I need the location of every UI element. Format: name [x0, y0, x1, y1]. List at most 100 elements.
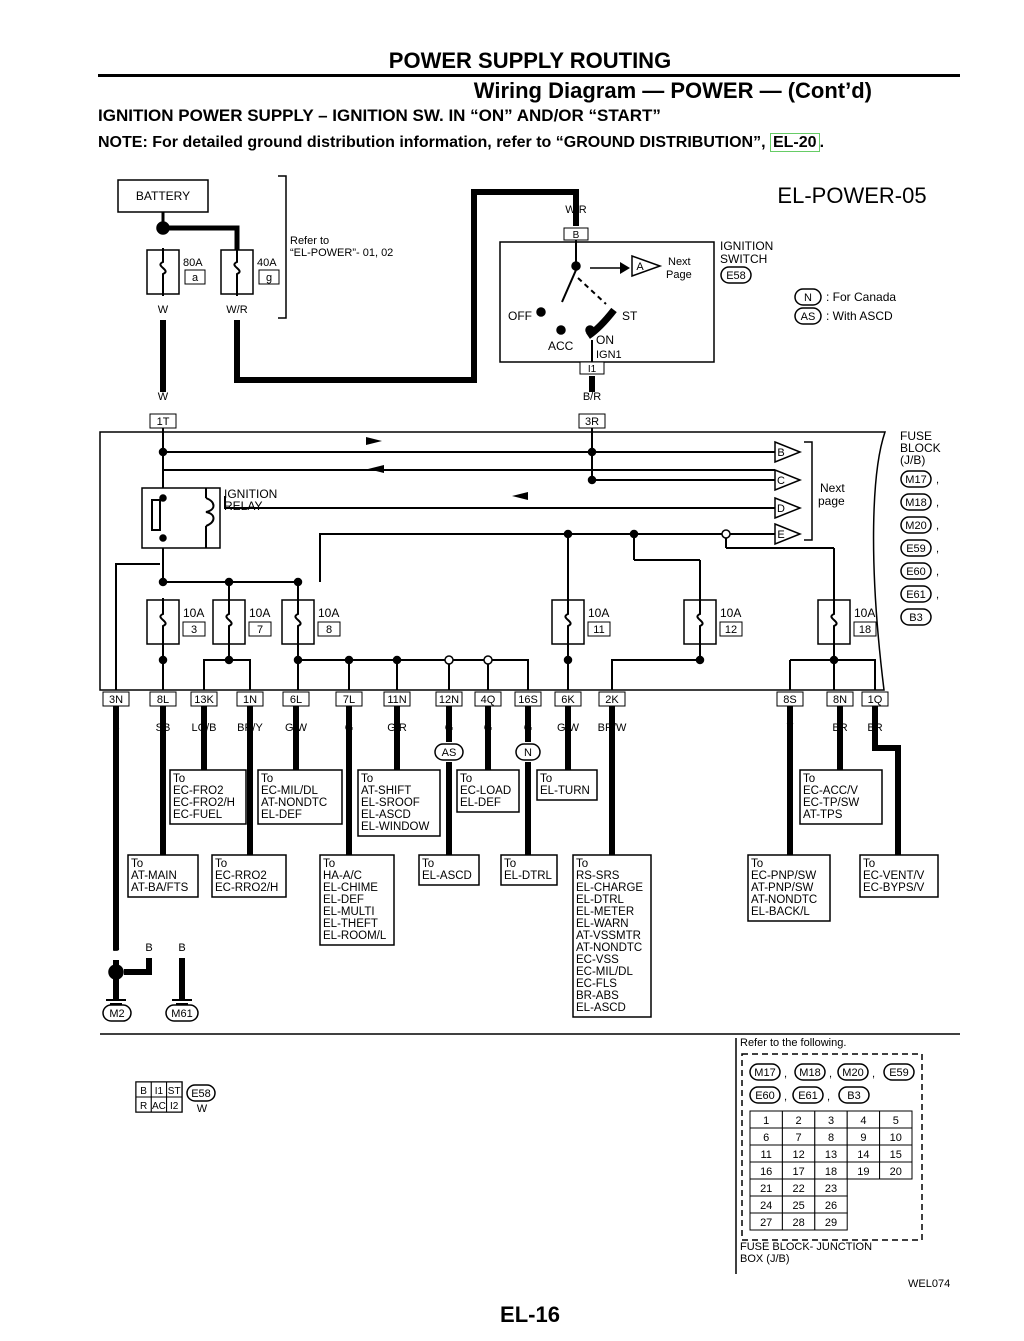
jct-11n — [392, 655, 402, 665]
switch-label-1: IGNITION — [720, 239, 773, 253]
wire-b-r-label: B/R — [583, 391, 601, 403]
jct-e3 — [721, 529, 731, 539]
ground-wire-label-0: B — [112, 942, 119, 954]
page-number: EL-16 — [500, 1302, 560, 1327]
jb-cavity-label-18: 18 — [825, 1166, 837, 1178]
jb-cavity-label-21: 21 — [760, 1183, 772, 1195]
figure-code: WEL074 — [908, 1278, 950, 1290]
next-arrow-c — [774, 468, 803, 492]
destination-box-d3 — [357, 769, 441, 837]
destination-d5-line-0: To — [540, 773, 552, 785]
fuse-18-rating: 10A — [854, 606, 875, 620]
fuse-11-element — [564, 598, 572, 646]
refer-connector-m18: M18 — [799, 1067, 820, 1079]
jb-cavity-20 — [879, 1161, 913, 1180]
jb-cavity-label-15: 15 — [890, 1149, 902, 1161]
jb-cavity-label-14: 14 — [857, 1149, 869, 1161]
connector-face-id: E58 — [191, 1088, 211, 1100]
destination-d12-line-1: RS-SRS — [576, 870, 620, 882]
destination-d3-line-2: EL-SROOF — [361, 797, 420, 809]
fuse-block-label-2: BLOCK — [900, 441, 941, 455]
terminal-label-8s: 8S — [783, 694, 796, 706]
destination-d9-line-3: EL-DEF — [323, 894, 364, 906]
fb-connector-sep-4: , — [936, 566, 939, 578]
switch-pos-off — [536, 307, 546, 317]
note-prefix: NOTE: For detailed ground distribution i… — [98, 134, 770, 151]
bus-e — [319, 533, 775, 582]
refer-label-1: Refer to — [290, 235, 329, 247]
jb-cavity-label-4: 4 — [860, 1115, 866, 1127]
arrow-a-label: A — [636, 261, 644, 273]
wire-w-r — [234, 189, 579, 383]
destination-d6-line-0: To — [803, 773, 815, 785]
fb-connector-e61-outline — [900, 585, 932, 603]
destination-d1-line-2: EC-FRO2/H — [173, 797, 235, 809]
destination-d13-line-1: EC-PNP/SW — [751, 870, 816, 882]
ground-tag-m2: M2 — [109, 1008, 124, 1020]
wire-w-label: W — [158, 391, 169, 403]
fb-connector-e59-outline — [900, 539, 932, 557]
fuse-8-no: 8 — [326, 624, 332, 636]
destination-d6-line-3: AT-TPS — [803, 809, 843, 821]
refer-sep-4: , — [784, 1091, 787, 1103]
fuse-12-element — [696, 598, 704, 646]
fuse-11-no-box — [587, 621, 611, 637]
refer-connector-e59: E59 — [889, 1067, 909, 1079]
destination-box-d8 — [211, 854, 287, 898]
refer-sep-1: , — [829, 1068, 832, 1080]
legend-tag-as-outline — [794, 307, 822, 325]
switch-st-label: ST — [622, 309, 638, 323]
destination-d1-line-3: EC-FUEL — [173, 809, 223, 821]
switch-term-b-label: B — [573, 230, 580, 241]
destination-d12-line-7: AT-NONDTC — [576, 942, 642, 954]
note-text: NOTE: For detailed ground distribution i… — [98, 133, 824, 152]
ground-tag-m2-outline — [102, 1004, 132, 1022]
refer-sep-2: , — [872, 1068, 875, 1080]
switch-connector-e58: E58 — [726, 270, 746, 282]
option-tag-as-outline — [434, 743, 464, 761]
ground-distribution-link[interactable]: EL-20 — [769, 133, 820, 152]
fusible-link-40a-code-box — [258, 269, 280, 285]
switch-pivot — [571, 261, 581, 271]
destination-box-d6 — [799, 769, 883, 825]
destination-box-d11 — [500, 854, 558, 886]
jct-12n — [444, 655, 454, 665]
next-arrow-label-3: E — [777, 529, 784, 541]
fb-connector-e61: E61 — [906, 589, 926, 601]
switch-off-label: OFF — [508, 309, 532, 323]
destination-d12-line-0: To — [576, 858, 588, 870]
refer-connector-m17-outline — [749, 1063, 781, 1081]
jb-cavity-label-3: 3 — [828, 1115, 834, 1127]
refer-box-caption-1: FUSE BLOCK- JUNCTION — [740, 1241, 872, 1253]
fb-connector-sep-0: , — [936, 474, 939, 486]
destination-d12-line-9: EC-MIL/DL — [576, 966, 633, 978]
relay-contact — [151, 499, 161, 531]
next-arrow-label-1: C — [777, 475, 785, 487]
destination-box-d13 — [747, 854, 831, 922]
fuse-12-no-box — [719, 621, 743, 637]
next-arrow-d — [774, 496, 803, 520]
fb-connector-sep-5: , — [936, 589, 939, 601]
fuse-8-element — [294, 598, 302, 646]
jb-cavity-label-26: 26 — [825, 1200, 837, 1212]
battery-box — [117, 179, 209, 213]
destination-d5-line-1: EL-TURN — [540, 785, 590, 797]
ignition-switch-box — [499, 241, 715, 363]
terminal-label-11n: 11N — [387, 694, 406, 706]
destination-d2-line-3: EL-DEF — [261, 809, 302, 821]
destination-box-d1 — [169, 769, 247, 825]
refer-connector-e59-outline — [883, 1063, 915, 1081]
jb-cavity-label-13: 13 — [825, 1149, 837, 1161]
terminal-label-8l: 8L — [157, 694, 169, 706]
fuse-7-rating: 10A — [249, 606, 270, 620]
jct-e2 — [629, 529, 639, 539]
fuse-7-no: 7 — [257, 624, 263, 636]
destination-box-d10 — [418, 854, 480, 886]
fusible-link-40a-code: g — [266, 272, 272, 284]
fuse-block-label-3: (J/B) — [900, 453, 925, 467]
jb-cavity-label-27: 27 — [760, 1217, 772, 1229]
fuse-11-no: 11 — [593, 624, 604, 636]
destination-d1-line-0: To — [173, 773, 185, 785]
page-subtitle: Wiring Diagram — POWER — (Cont’d) — [473, 78, 872, 103]
fusible-link-80a-code: a — [192, 272, 199, 284]
